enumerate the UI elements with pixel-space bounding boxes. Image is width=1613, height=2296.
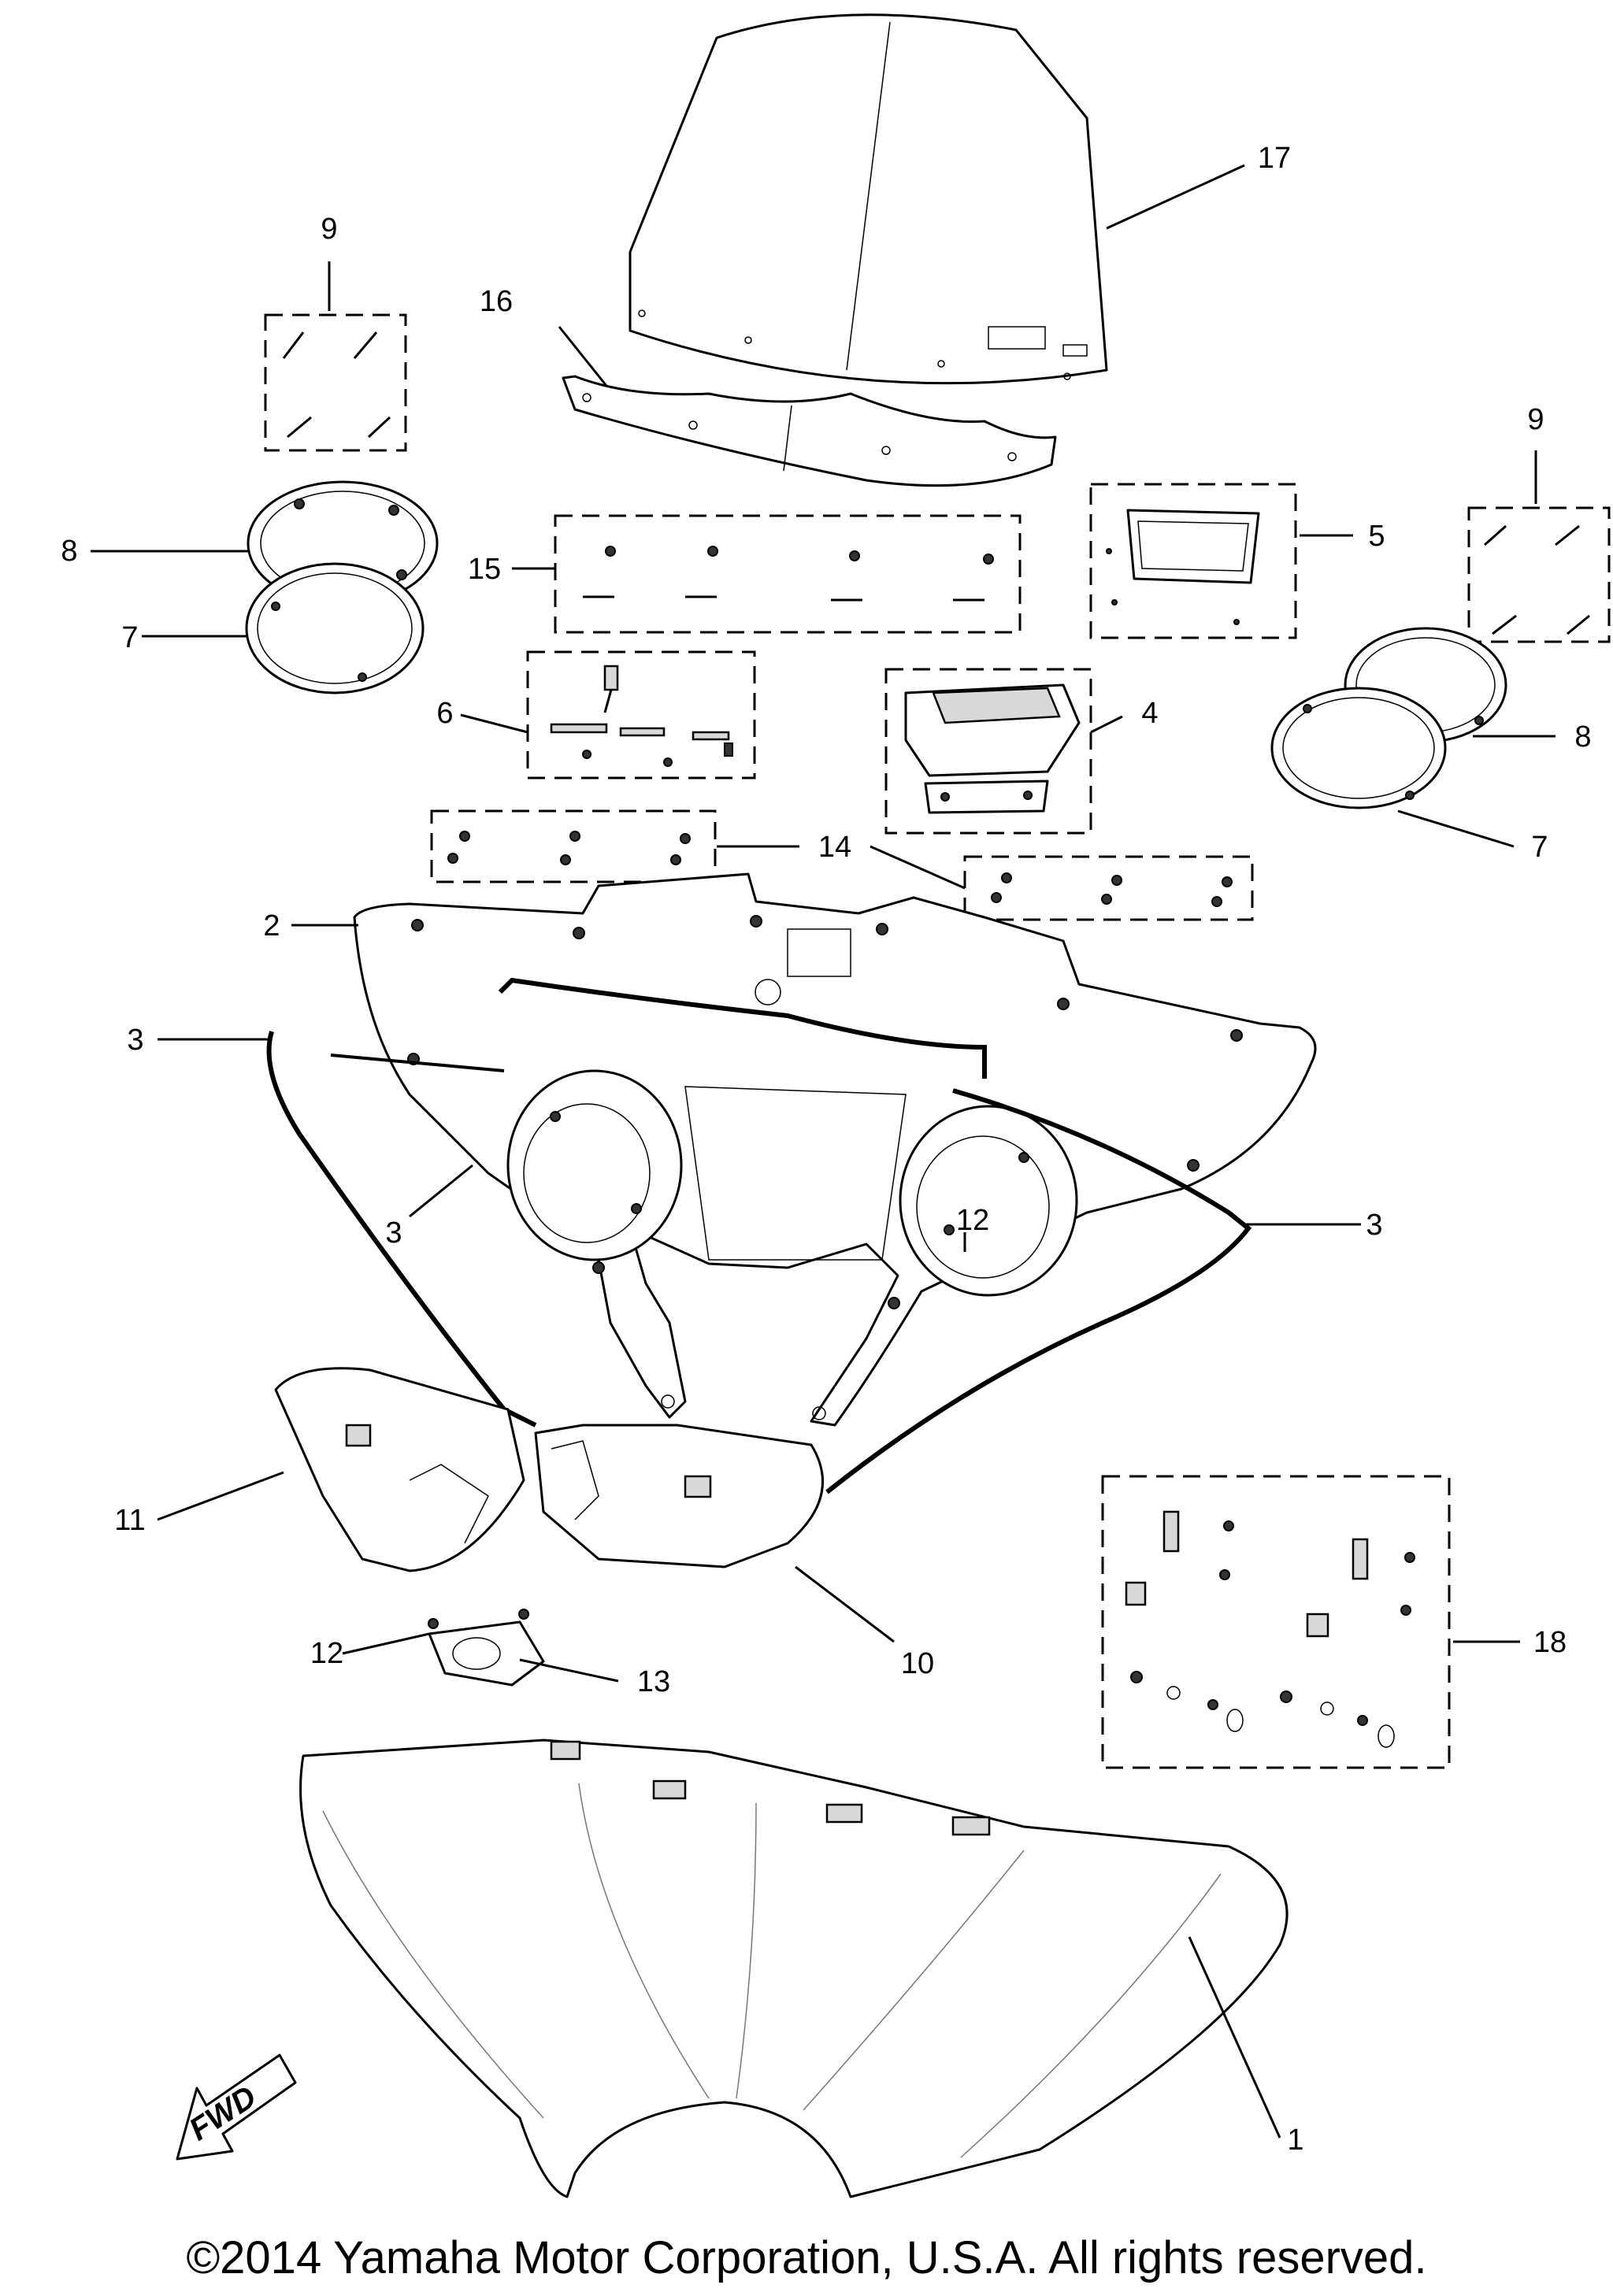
callout-18: 18 bbox=[1533, 1626, 1567, 1659]
meter-housing bbox=[884, 668, 1092, 835]
callout-17: 17 bbox=[1258, 142, 1291, 175]
callout-13: 13 bbox=[637, 1665, 670, 1698]
callout-10: 10 bbox=[901, 1647, 934, 1680]
leader-lines bbox=[91, 164, 1556, 2139]
callout-3-left: 3 bbox=[127, 1024, 143, 1057]
hardware-set-14-right bbox=[963, 855, 1254, 921]
weatherstrip-center bbox=[330, 977, 987, 1079]
fwd-arrow-icon: FWD bbox=[176, 2053, 297, 2161]
callout-4: 4 bbox=[1141, 697, 1158, 730]
inner-panel-right bbox=[534, 1424, 824, 1568]
callout-9-left: 9 bbox=[321, 213, 337, 246]
callout-5: 5 bbox=[1368, 520, 1385, 553]
callout-12-lower: 12 bbox=[310, 1637, 343, 1670]
hardware-set-6 bbox=[526, 650, 756, 780]
callout-11: 11 bbox=[114, 1504, 145, 1537]
speaker-ring-left bbox=[245, 562, 425, 694]
inner-fairing bbox=[353, 872, 1317, 1427]
windshield-trim bbox=[562, 375, 1057, 487]
callout-16: 16 bbox=[480, 285, 513, 318]
windshield bbox=[629, 13, 1108, 385]
weatherstrip-left bbox=[266, 1031, 537, 1428]
callout-8-right: 8 bbox=[1574, 720, 1591, 754]
callout-3-center: 3 bbox=[385, 1217, 402, 1250]
inner-panel-left bbox=[274, 1367, 525, 1572]
callout-3-right: 3 bbox=[1366, 1209, 1382, 1242]
hardware-set-14-left bbox=[430, 809, 717, 883]
mount-plate bbox=[428, 1609, 545, 1687]
copyright-notice: ©2014 Yamaha Motor Corporation, U.S.A. A… bbox=[186, 2232, 1427, 2283]
callout-6: 6 bbox=[436, 697, 453, 730]
hardware-set-18 bbox=[1101, 1475, 1451, 1769]
callout-9-right: 9 bbox=[1527, 403, 1544, 436]
callout-1: 1 bbox=[1287, 2124, 1303, 2157]
display-bezel bbox=[1089, 483, 1297, 639]
callout-15: 15 bbox=[468, 553, 501, 586]
callout-labels: 17 16 9 9 8 7 5 15 6 4 8 7 14 2 3 3 3 12… bbox=[61, 142, 1591, 2157]
callout-7-left: 7 bbox=[121, 621, 138, 654]
callout-2: 2 bbox=[263, 909, 280, 942]
callout-14: 14 bbox=[818, 831, 851, 864]
weatherstrip-right bbox=[825, 1088, 1252, 1494]
hardware-set-15 bbox=[554, 514, 1022, 634]
callout-7-right: 7 bbox=[1531, 831, 1548, 864]
callout-12-upper: 12 bbox=[956, 1204, 989, 1237]
speaker-ring-right bbox=[1270, 687, 1447, 809]
callout-8-left: 8 bbox=[61, 535, 77, 568]
screw-set-left bbox=[264, 313, 407, 452]
screw-set-right bbox=[1467, 506, 1611, 643]
outer-fairing bbox=[299, 1739, 1289, 2198]
